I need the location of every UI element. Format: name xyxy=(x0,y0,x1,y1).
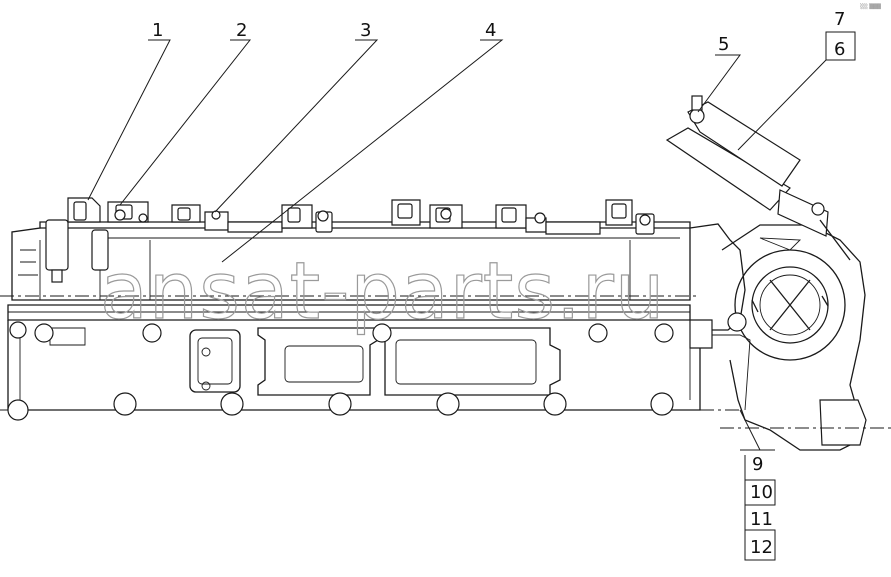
callout-labels: 1 2 3 4 5 6 7 9 10 11 12 xyxy=(152,9,845,558)
watermark-text: ansat-parts.ru xyxy=(100,247,665,337)
leader-lines xyxy=(87,31,856,561)
corner-mark: ░░ ▒▒▒ xyxy=(860,3,881,10)
callout-6: 6 xyxy=(834,39,845,60)
callout-9: 9 xyxy=(752,454,763,475)
injector-row xyxy=(45,197,655,283)
callout-10: 10 xyxy=(750,482,773,503)
callout-4: 4 xyxy=(485,20,496,41)
callout-1: 1 xyxy=(152,20,163,41)
callout-7: 7 xyxy=(834,9,845,30)
actuator-cylinder xyxy=(665,95,851,261)
callout-5: 5 xyxy=(718,34,729,55)
callout-2: 2 xyxy=(236,20,247,41)
callout-3: 3 xyxy=(360,20,371,41)
cylinder-head-assembly xyxy=(0,221,740,421)
callout-12: 12 xyxy=(750,537,773,558)
turbocharger-assembly xyxy=(689,223,891,451)
callout-11: 11 xyxy=(750,509,773,530)
